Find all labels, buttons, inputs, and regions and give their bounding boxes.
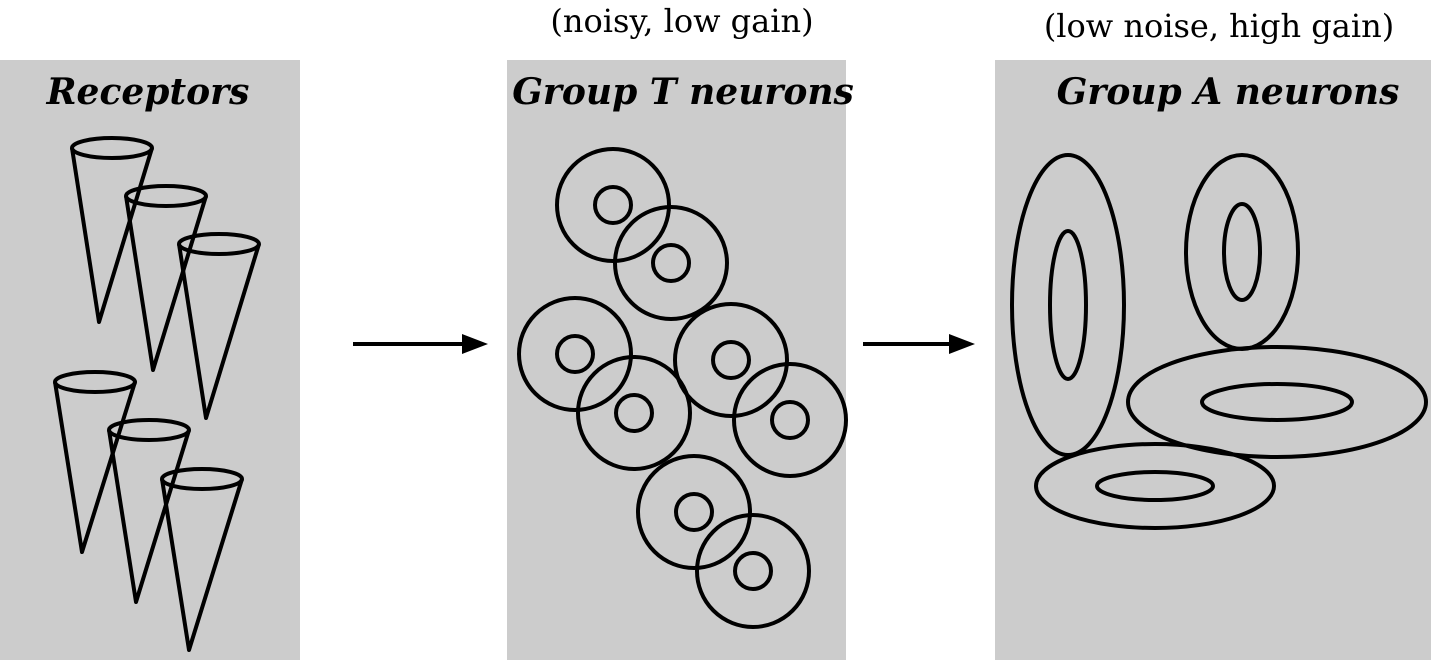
receptors-title: Receptors [46, 71, 250, 113]
right-arrow-icon [863, 334, 975, 354]
group-t-title: Group T neurons [512, 71, 854, 113]
receptor-cone-icon [124, 184, 208, 372]
receptors-panel: Receptors [0, 60, 300, 660]
neuron-t-receptive-field-icon [673, 302, 789, 418]
neuron-a-receptive-field-icon [1126, 345, 1428, 459]
neuron-a-receptive-field-icon [1034, 442, 1276, 530]
group-a-panel: (low noise, high gain) Group A neurons [995, 7, 1431, 660]
group-t-panel: (noisy, low gain) Group T neurons [507, 2, 854, 660]
group-a-annotation: (low noise, high gain) [1044, 7, 1394, 45]
neuron-t-receptive-field-icon [517, 296, 633, 412]
neuron-t-receptive-field-icon [695, 513, 811, 629]
right-arrow-icon [353, 334, 488, 354]
receptor-cone-icon [53, 370, 137, 554]
neuron-a-receptive-field-icon [1010, 153, 1126, 457]
group-t-annotation: (noisy, low gain) [550, 2, 813, 40]
neuron-t-receptive-field-icon [732, 362, 848, 478]
neuron-t-receptive-field-icon [576, 355, 692, 471]
receptor-cone-icon [70, 136, 154, 324]
receptor-cone-icon [160, 467, 244, 652]
receptor-cone-icon [177, 232, 261, 420]
neuron-t-receptive-field-icon [613, 205, 729, 321]
group-a-panel-background [995, 60, 1431, 660]
group-a-title: Group A neurons [1057, 71, 1400, 113]
neuron-t-receptive-field-icon [636, 454, 752, 570]
neuron-t-receptive-field-icon [555, 147, 671, 263]
